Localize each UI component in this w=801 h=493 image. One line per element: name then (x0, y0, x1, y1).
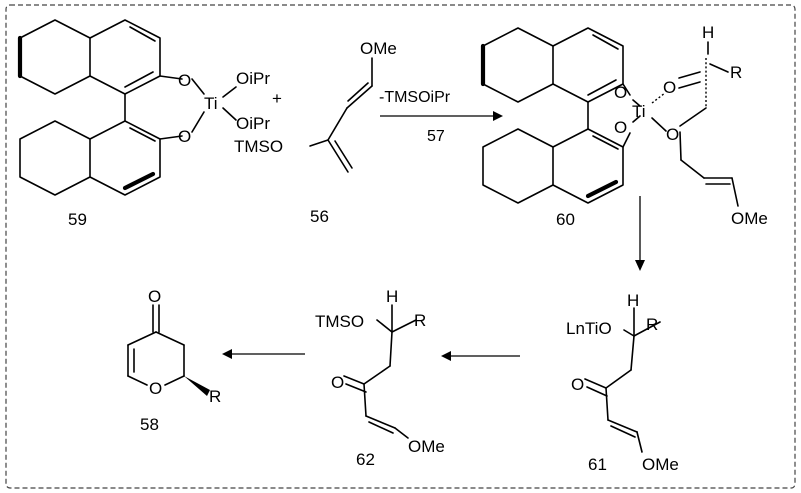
arrow-1-catalyst: 57 (427, 128, 445, 145)
c61-carbonyl-oxygen: O (571, 375, 584, 394)
c60-label: 60 (556, 210, 575, 229)
c56-tmso: TMSO (234, 137, 283, 156)
c56-methoxy: OMe (360, 39, 397, 58)
c59-oxygen-2: O (178, 127, 191, 146)
compound-58: O O R 58 (127, 287, 221, 434)
compound-60: O O Ti O O H R OMe 60 (480, 23, 768, 229)
compound-62: TMSO H R O OMe 62 (315, 287, 445, 469)
c58-wedge-bond (184, 376, 210, 396)
c59-ligand-1: OiPr (236, 69, 270, 88)
c58-label: 58 (140, 415, 159, 434)
c58-carbonyl-oxygen: O (148, 287, 161, 306)
c59-ligand-2: OiPr (236, 114, 270, 133)
arrow-1-reagent: -TMSOiPr (379, 89, 451, 106)
c60-titanium: Ti (632, 102, 646, 121)
arrow-2 (635, 196, 645, 271)
c59-label: 59 (68, 210, 87, 229)
c60-hydrogen: H (702, 23, 714, 42)
c60-oxygen-2: O (614, 118, 627, 137)
c62-methoxy: OMe (408, 437, 445, 456)
c60-r-group: R (730, 63, 742, 82)
arrow-1: -TMSOiPr 57 (379, 89, 503, 145)
compound-56: OMe TMSO 56 (234, 39, 397, 226)
c61-methoxy: OMe (642, 455, 679, 474)
c61-r-group: R (646, 315, 658, 334)
c61-label: 61 (588, 455, 607, 474)
c62-carbonyl-oxygen: O (331, 373, 344, 392)
compound-59: O O Ti OiPr OiPr 59 (17, 19, 270, 229)
c62-label: 62 (356, 450, 375, 469)
compound-61: LnTiO H R O OMe 61 (566, 291, 679, 474)
dashed-frame (5, 4, 796, 489)
c59-titanium: Ti (204, 94, 218, 113)
c62-tmso: TMSO (315, 312, 364, 331)
arrow-4 (222, 349, 305, 359)
c60-oxygen-1: O (614, 83, 627, 102)
arrow-3 (441, 351, 520, 361)
c56-label: 56 (310, 207, 329, 226)
c61-hydrogen: H (627, 291, 639, 310)
c60-carbonyl-oxygen: O (663, 78, 676, 97)
c58-r-group: R (209, 387, 221, 406)
c62-r-group: R (414, 311, 426, 330)
c62-hydrogen: H (386, 287, 398, 306)
c60-methoxy: OMe (731, 209, 768, 228)
c59-oxygen-1: O (178, 71, 191, 90)
c60-enolate-oxygen: O (666, 125, 679, 144)
c58-ring-oxygen: O (149, 379, 162, 398)
c61-lntio: LnTiO (566, 319, 612, 338)
plus-sign: + (272, 89, 282, 108)
